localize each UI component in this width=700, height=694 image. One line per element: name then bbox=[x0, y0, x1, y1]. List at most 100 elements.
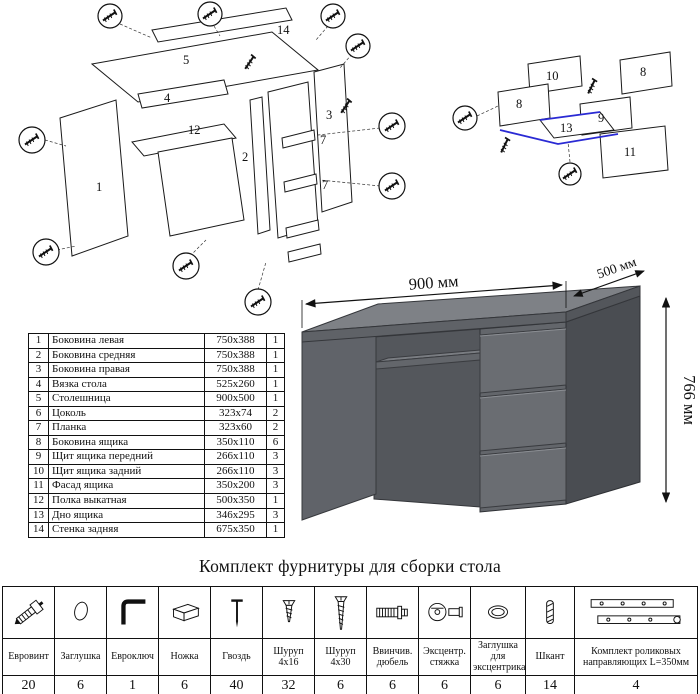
part-number: 2 bbox=[28, 347, 49, 364]
desk-drawer-2 bbox=[479, 388, 567, 452]
hardware-name: Гвоздь bbox=[210, 638, 263, 676]
part-name: Боковина правая bbox=[48, 362, 205, 378]
desk-left-panel bbox=[301, 315, 377, 521]
hardware-qty: 4 bbox=[574, 674, 698, 694]
hardware-name: Комплект роликовых направляющих L=350мм bbox=[574, 638, 698, 676]
hardware-qty: 6 bbox=[314, 674, 367, 694]
part-name: Вязка стола bbox=[48, 376, 205, 393]
hardware-name: Эксцентр. стяжка bbox=[418, 638, 471, 676]
hardware-name: Ввинчив. дюбель bbox=[366, 638, 419, 676]
part-right-side-front bbox=[267, 81, 319, 239]
part-label: 4 bbox=[164, 91, 171, 105]
hardware-table: Евровинт Заглушка Евроключ Ножка Гвоздь … bbox=[2, 586, 698, 694]
callout-screw-icon bbox=[320, 3, 346, 29]
hardware-name: Заглушка bbox=[54, 638, 107, 676]
hardware-names-row: Евровинт Заглушка Евроключ Ножка Гвоздь … bbox=[2, 638, 698, 676]
hardware-name: Шуруп 4х16 bbox=[262, 638, 315, 676]
part-name: Стенка задняя bbox=[48, 522, 205, 538]
hardware-name: Шкант bbox=[525, 638, 575, 676]
part-size: 350x200 bbox=[204, 478, 267, 495]
part-divider bbox=[249, 96, 271, 235]
screw-in-dowel-icon bbox=[375, 605, 408, 619]
part-qty: 1 bbox=[266, 493, 285, 509]
part-label: 8 bbox=[516, 97, 522, 111]
part-plinth-1 bbox=[285, 219, 320, 239]
part-size: 266x110 bbox=[204, 463, 267, 480]
part-size: 900x500 bbox=[204, 391, 267, 407]
part-number: 5 bbox=[28, 391, 49, 407]
part-label: 3 bbox=[326, 108, 332, 122]
part-qty: 3 bbox=[266, 449, 285, 465]
width-dimension-label: 900 мм bbox=[408, 271, 460, 293]
part-plinth-2 bbox=[287, 243, 322, 263]
part-name: Щит ящика задний bbox=[48, 463, 205, 480]
desk-drawer-1 bbox=[479, 327, 567, 394]
part-name: Боковина левая bbox=[48, 333, 205, 349]
drawer-parts-shapes bbox=[497, 51, 673, 179]
hardware-qty: 6 bbox=[54, 674, 107, 694]
part-size: 323x74 bbox=[204, 405, 267, 422]
part-number: 6 bbox=[28, 405, 49, 422]
part-left-side bbox=[59, 99, 129, 257]
part-size: 266x110 bbox=[204, 449, 267, 465]
callout-screw-icon bbox=[197, 1, 223, 27]
leader-lines bbox=[44, 23, 381, 291]
part-name: Фасад ящика bbox=[48, 478, 205, 495]
callout-screw-icon bbox=[378, 172, 406, 200]
hardware-qty: 14 bbox=[525, 674, 575, 694]
desk-render: 900 мм 500 мм 766 мм bbox=[301, 254, 699, 521]
callout-screw-icon bbox=[172, 252, 200, 280]
part-qty: 2 bbox=[266, 405, 285, 422]
part-number: 8 bbox=[28, 434, 49, 451]
part-size: 750x388 bbox=[204, 362, 267, 378]
part-drawer-side-right bbox=[619, 51, 673, 95]
part-number: 11 bbox=[28, 478, 49, 495]
part-number-labels: 14 5 4 12 2 1 3 7 7 bbox=[96, 23, 332, 194]
part-name: Дно ящика bbox=[48, 507, 205, 524]
height-dimension-label: 766 мм bbox=[680, 375, 699, 425]
part-size: 675x350 bbox=[204, 522, 267, 538]
part-name: Цоколь bbox=[48, 405, 205, 422]
hardware-qty-row: 20 6 1 6 40 32 6 6 6 6 14 4 bbox=[2, 674, 698, 694]
part-slat-1 bbox=[281, 129, 316, 149]
drawer-exploded-diagram: 10 8 8 9 13 11 bbox=[452, 51, 673, 186]
part-label: 14 bbox=[277, 23, 290, 37]
hardware-qty: 6 bbox=[366, 674, 419, 694]
part-name: Столешница bbox=[48, 391, 205, 407]
part-label: 7 bbox=[320, 133, 326, 147]
part-qty: 1 bbox=[266, 376, 285, 393]
part-label: 13 bbox=[560, 121, 573, 135]
part-number: 12 bbox=[28, 493, 49, 509]
part-size: 750x388 bbox=[204, 347, 267, 364]
hardware-name: Заглушка для эксцентрика bbox=[470, 638, 526, 676]
part-size: 323x60 bbox=[204, 420, 267, 436]
part-label: 9 bbox=[598, 111, 604, 125]
fastener-callouts bbox=[18, 1, 406, 316]
leader-lines bbox=[476, 105, 571, 163]
part-label: 11 bbox=[624, 145, 636, 159]
part-number: 10 bbox=[28, 463, 49, 480]
dimension-height: 766 мм bbox=[661, 296, 699, 504]
callout-screw-icon bbox=[97, 3, 123, 29]
callout-screw-icon bbox=[18, 126, 46, 154]
desk-exploded-diagram: 14 5 4 12 2 1 3 7 7 bbox=[18, 1, 406, 316]
hardware-qty: 6 bbox=[470, 674, 526, 694]
hardware-name: Ножка bbox=[158, 638, 211, 676]
plug-cap-icon bbox=[73, 601, 88, 620]
part-name: Щит ящика передний bbox=[48, 449, 205, 465]
part-number: 7 bbox=[28, 420, 49, 436]
part-size: 525x260 bbox=[204, 376, 267, 393]
part-number-labels: 10 8 8 9 13 11 bbox=[516, 65, 646, 159]
hardware-qty: 1 bbox=[106, 674, 159, 694]
part-size: 346x295 bbox=[204, 507, 267, 524]
